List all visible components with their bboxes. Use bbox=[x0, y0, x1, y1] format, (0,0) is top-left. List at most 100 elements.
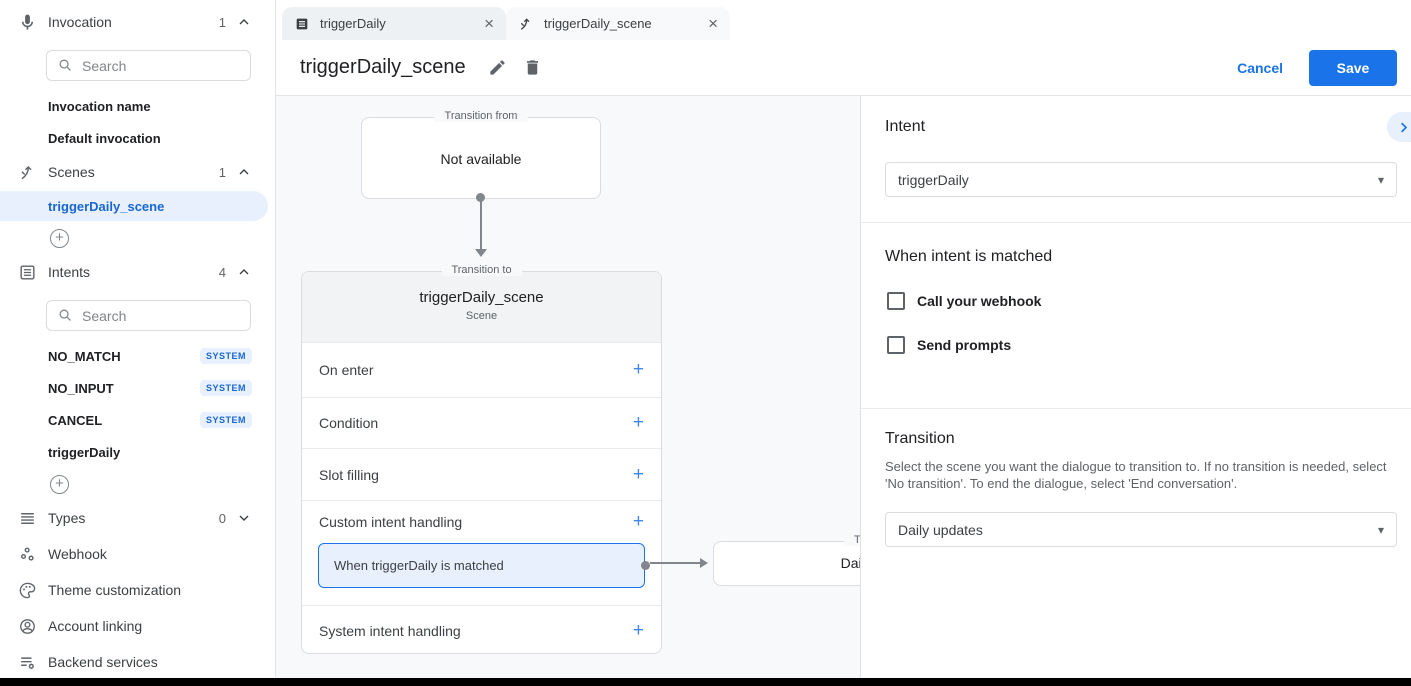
close-icon[interactable]: × bbox=[708, 14, 718, 33]
system-badge: SYSTEM bbox=[199, 412, 252, 428]
call-webhook-checkbox-row[interactable]: Call your webhook bbox=[887, 292, 1041, 310]
account-circle-icon bbox=[18, 616, 38, 636]
search-input[interactable] bbox=[82, 57, 222, 74]
tab-triggerdaily[interactable]: triggerDaily × bbox=[282, 7, 506, 40]
bottom-bar bbox=[0, 678, 1411, 686]
sidebar-section-invocation[interactable]: Invocation 1 bbox=[0, 8, 276, 36]
transition-from-value: Not available bbox=[440, 151, 522, 167]
types-icon bbox=[18, 508, 38, 528]
caret-down-icon: ▾ bbox=[1377, 522, 1384, 537]
sidebar-item-theme-customization[interactable]: Theme customization bbox=[0, 578, 276, 602]
scene-card-subtitle: Scene bbox=[465, 310, 498, 322]
add-icon[interactable]: + bbox=[632, 359, 644, 380]
sidebar-section-types[interactable]: Types 0 bbox=[0, 504, 276, 532]
sidebar-item-no-input[interactable]: NO_INPUT SYSTEM bbox=[0, 376, 276, 400]
connector-dot bbox=[641, 561, 650, 570]
save-button[interactable]: Save bbox=[1309, 49, 1397, 86]
add-icon[interactable]: + bbox=[632, 412, 644, 433]
transition-target-card[interactable]: Transition to Daily updates bbox=[713, 534, 860, 586]
add-icon[interactable]: + bbox=[632, 463, 644, 485]
palette-icon bbox=[18, 580, 38, 600]
connector-line-vertical bbox=[480, 201, 482, 249]
sidebar-item-backend-services[interactable]: Backend services bbox=[0, 650, 276, 674]
add-icon[interactable]: + bbox=[632, 511, 644, 532]
add-scene-button[interactable]: + bbox=[50, 229, 69, 248]
scene-card: Transition to triggerDaily_scene Scene O… bbox=[301, 264, 662, 655]
webhook-icon bbox=[18, 544, 38, 564]
page-title: triggerDaily_scene bbox=[300, 56, 466, 78]
title-bar: triggerDaily_scene Cancel Save bbox=[276, 40, 1411, 96]
edit-icon[interactable] bbox=[488, 58, 507, 77]
caret-down-icon: ▾ bbox=[1377, 172, 1384, 187]
arrowhead-right-icon bbox=[700, 558, 708, 568]
checkbox[interactable] bbox=[887, 336, 905, 354]
flow-canvas[interactable]: Transition from Not available Transition… bbox=[276, 96, 860, 678]
sidebar-item-cancel[interactable]: CANCEL SYSTEM bbox=[0, 408, 276, 432]
sidebar: Invocation 1 Invocation name Default inv… bbox=[0, 0, 276, 678]
matched-intent-item[interactable]: When triggerDaily is matched bbox=[318, 543, 650, 588]
scene-row-slot-filling[interactable]: Slot filling + bbox=[302, 448, 661, 500]
tab-triggerdaily-scene[interactable]: triggerDaily_scene × bbox=[506, 7, 730, 40]
search-icon bbox=[57, 307, 74, 324]
section-count: 1 bbox=[218, 14, 226, 30]
intents-icon bbox=[18, 262, 38, 282]
tab-bar: triggerDaily × triggerDaily_scene × bbox=[276, 0, 1411, 40]
add-icon[interactable]: + bbox=[632, 619, 644, 641]
sidebar-item-no-match[interactable]: NO_MATCH SYSTEM bbox=[0, 344, 276, 368]
chevron-down-icon[interactable] bbox=[236, 510, 252, 526]
transition-to-label: Transition to bbox=[843, 534, 860, 546]
intent-heading: Intent bbox=[885, 118, 926, 135]
sidebar-item-webhook[interactable]: Webhook bbox=[0, 542, 276, 566]
backend-services-icon bbox=[18, 652, 38, 672]
sidebar-section-intents[interactable]: Intents 4 bbox=[0, 258, 276, 286]
transition-to-label: Transition to bbox=[441, 264, 522, 276]
transition-description: Select the scene you want the dialogue t… bbox=[885, 459, 1387, 491]
scene-icon bbox=[18, 162, 38, 182]
transition-from-box: Transition from Not available bbox=[361, 110, 601, 199]
section-label: Intents bbox=[48, 264, 91, 280]
scene-card-header[interactable]: triggerDaily_scene Scene bbox=[302, 272, 661, 342]
search-input[interactable] bbox=[82, 307, 222, 324]
sidebar-item-triggerdaily[interactable]: triggerDaily bbox=[48, 444, 121, 460]
scene-tab-icon bbox=[518, 16, 534, 32]
system-badge: SYSTEM bbox=[199, 380, 252, 396]
sidebar-item-triggerdaily-scene[interactable]: triggerDaily_scene bbox=[0, 191, 268, 221]
search-icon bbox=[57, 57, 74, 74]
section-label: Invocation bbox=[48, 14, 112, 30]
chevron-up-icon[interactable] bbox=[236, 164, 252, 180]
divider bbox=[861, 222, 1411, 223]
tab-label: triggerDaily_scene bbox=[544, 16, 652, 31]
transition-select[interactable]: Daily updates ▾ bbox=[885, 512, 1397, 547]
sidebar-item-account-linking[interactable]: Account linking bbox=[0, 614, 276, 638]
delete-icon[interactable] bbox=[523, 58, 542, 77]
chevron-up-icon[interactable] bbox=[236, 14, 252, 30]
connector-line-horizontal bbox=[650, 562, 700, 564]
collapse-panel-button[interactable] bbox=[1387, 112, 1411, 142]
scene-row-system-intent-handling[interactable]: System intent handling + bbox=[302, 605, 661, 655]
scene-card-title: triggerDaily_scene bbox=[419, 289, 544, 306]
target-card-value: Daily updates bbox=[840, 555, 860, 571]
intents-search bbox=[46, 300, 251, 331]
transition-from-label: Transition from bbox=[434, 110, 528, 122]
section-count: 4 bbox=[218, 264, 226, 280]
checkbox[interactable] bbox=[887, 292, 905, 310]
chevron-up-icon[interactable] bbox=[236, 264, 252, 280]
transition-heading: Transition bbox=[885, 430, 955, 447]
intent-tab-icon bbox=[294, 16, 310, 32]
cancel-button[interactable]: Cancel bbox=[1237, 59, 1283, 76]
tab-label: triggerDaily bbox=[320, 16, 386, 31]
section-count: 1 bbox=[218, 164, 226, 180]
close-icon[interactable]: × bbox=[484, 14, 494, 33]
send-prompts-checkbox-row[interactable]: Send prompts bbox=[887, 336, 1011, 354]
sidebar-section-scenes[interactable]: Scenes 1 bbox=[0, 158, 276, 186]
sidebar-item-default-invocation[interactable]: Default invocation bbox=[48, 131, 161, 146]
scene-row-on-enter[interactable]: On enter + bbox=[302, 342, 661, 397]
intent-select[interactable]: triggerDaily ▾ bbox=[885, 162, 1397, 197]
chevron-right-icon bbox=[1396, 120, 1411, 135]
arrowhead-down-icon bbox=[475, 249, 487, 257]
sidebar-item-invocation-name[interactable]: Invocation name bbox=[48, 99, 151, 114]
scene-row-custom-intent-handling: Custom intent handling + When triggerDai… bbox=[302, 500, 661, 605]
scene-row-condition[interactable]: Condition + bbox=[302, 397, 661, 448]
add-intent-button[interactable]: + bbox=[50, 475, 69, 494]
